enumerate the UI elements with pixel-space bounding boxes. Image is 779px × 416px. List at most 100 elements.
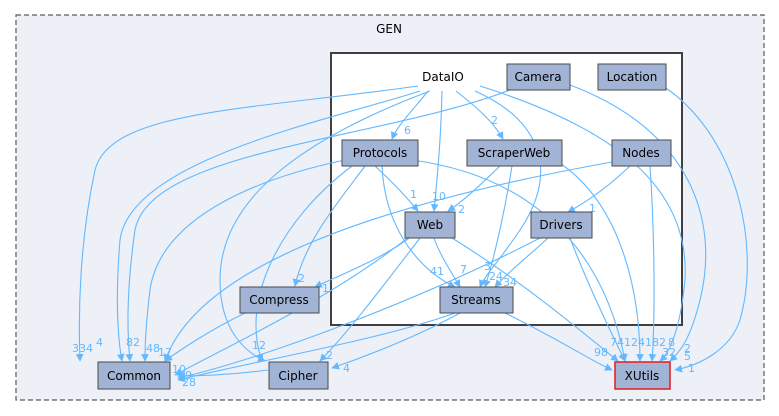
node-box (597, 63, 667, 91)
edge-label: 1 (688, 362, 695, 375)
edge-label: 1 (322, 282, 329, 295)
edge-dataio-cipher (219, 90, 431, 362)
edge-label: 98 (594, 346, 608, 359)
edge-nodes-xutils (648, 165, 657, 362)
edge-label: 4 (96, 336, 103, 349)
node-box (439, 286, 514, 314)
edge-scraperweb-streams (483, 165, 513, 288)
edge-camera-common (125, 89, 511, 362)
node-common[interactable]: Common (97, 361, 171, 390)
node-compress[interactable]: Compress (239, 286, 320, 314)
edge-label: 41 (430, 265, 444, 278)
edge-web-cipher (319, 237, 421, 362)
edge-web-xutils (451, 237, 619, 362)
node-box (614, 361, 671, 390)
edge-protocols-common (141, 159, 346, 362)
node-streams[interactable]: Streams (439, 286, 514, 314)
edges (75, 84, 748, 383)
edge-label: 5 (684, 350, 691, 363)
node-label: Drivers (539, 218, 582, 232)
node-drivers[interactable]: Drivers (530, 211, 593, 239)
edge-label: 124 (624, 336, 645, 349)
edge-label: 1 (589, 202, 596, 215)
edge-streams-cipher (331, 312, 461, 370)
edge-nodes-common (163, 161, 613, 362)
edge-label: 8 (668, 336, 675, 349)
edge-label: 48 (146, 342, 160, 355)
edge-label: 6 (404, 124, 411, 137)
edge-label: 32 (662, 346, 676, 359)
edge-label: 28 (182, 376, 196, 389)
node-label: XUtils (625, 369, 660, 383)
node-label: Location (607, 70, 658, 84)
edge-location-xutils (665, 87, 748, 373)
edge-drivers-common (177, 237, 541, 381)
edge-label: 182 (645, 336, 666, 349)
edge-web-common (174, 235, 411, 376)
node-label: ScraperWeb (478, 146, 551, 160)
node-box (530, 211, 593, 239)
node-web[interactable]: Web (404, 211, 456, 239)
edge-label: 12 (252, 339, 266, 352)
edge-label: 4 (343, 362, 350, 375)
gen-cluster-label: GEN (376, 22, 402, 36)
edge-label: 34 (503, 276, 517, 289)
edge-web-compress (314, 235, 413, 288)
edge-web-streams (433, 237, 461, 288)
edge-label: 82 (126, 336, 140, 349)
node-box (404, 211, 456, 239)
node-nodes[interactable]: Nodes (611, 139, 672, 167)
node-xutils[interactable]: XUtils (614, 361, 671, 390)
node-box (466, 139, 563, 167)
edge-compress-common (164, 312, 246, 362)
node-label: Streams (451, 293, 501, 307)
edge-dataio-common (75, 85, 419, 362)
node-protocols[interactable]: Protocols (341, 139, 419, 167)
edge-dataio-streams (474, 90, 542, 288)
node-label: Nodes (622, 146, 660, 160)
edge-label: 74 (610, 336, 624, 349)
edge-label: 10 (172, 363, 186, 376)
node-label: Protocols (353, 146, 408, 160)
edge-protocols-streams (381, 165, 456, 288)
edge-label: 2 (491, 114, 498, 127)
edge-drivers-streams (494, 237, 549, 288)
node-box (611, 139, 672, 167)
edge-label: 7 (460, 263, 467, 276)
edge-label: 2 (684, 342, 691, 355)
edge-label: 24 (489, 270, 503, 283)
node-camera[interactable]: Camera (506, 63, 571, 91)
edge-dataio-common-b (116, 90, 421, 362)
edge-label: 334 (72, 342, 93, 355)
node-label: Compress (249, 293, 309, 307)
edge-label: 39 (178, 369, 192, 382)
edge-label: 1 (410, 188, 417, 201)
edge-dataio-protocols (391, 90, 429, 140)
node-location[interactable]: Location (597, 63, 667, 91)
edge-cipher-common (177, 369, 269, 380)
edge-camera-xutils (569, 84, 707, 362)
node-box (268, 361, 329, 390)
edge-drivers-xutils (569, 237, 626, 362)
edge-dataio-xutils (479, 85, 686, 362)
edge-label: 3 (484, 260, 491, 273)
node-box (97, 361, 171, 390)
edge-dataio-scraperweb (455, 90, 504, 140)
edge-label: 17 (158, 346, 172, 359)
node-label: Cipher (278, 369, 317, 383)
node-box (341, 139, 419, 167)
node-box (239, 286, 320, 314)
node-label: Camera (514, 70, 561, 84)
node-label: Web (417, 218, 443, 232)
dataio-cluster-label[interactable]: DataIO (422, 70, 464, 84)
edge-streams-common (177, 312, 456, 383)
edge-label: 2 (458, 203, 465, 216)
node-box (506, 63, 571, 91)
edge-label: 2 (326, 349, 333, 362)
edge-labels: 6 2 1 10 2 1 2 1 41 7 3 24 34 334 4 82 4… (72, 114, 695, 389)
edge-label: 10 (432, 190, 446, 203)
node-cipher[interactable]: Cipher (268, 361, 329, 390)
node-scraperweb[interactable]: ScraperWeb (466, 139, 563, 167)
